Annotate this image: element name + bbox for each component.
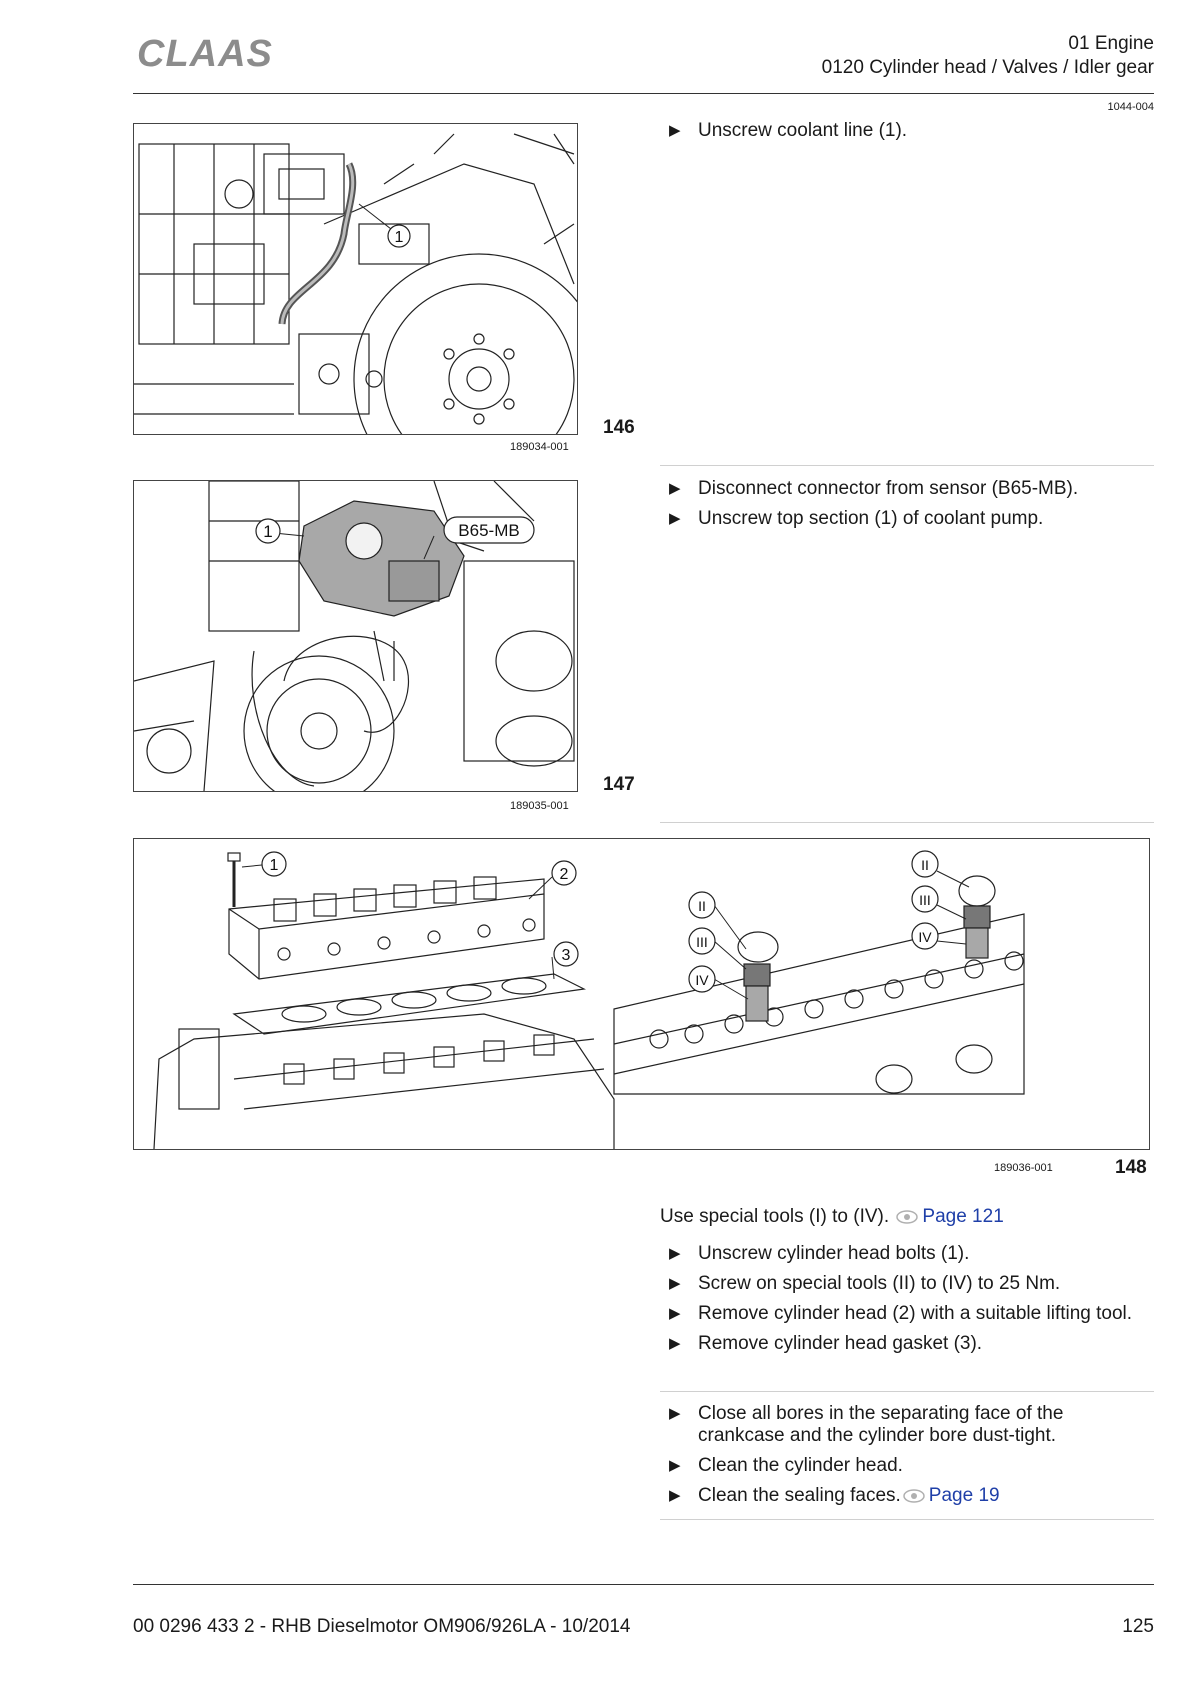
triangle-right-icon: ▶ xyxy=(669,1487,681,1504)
triangle-right-icon: ▶ xyxy=(669,122,681,139)
list-item: ▶Remove cylinder head gasket (3). xyxy=(669,1333,983,1354)
divider xyxy=(660,465,1154,466)
divider xyxy=(660,1391,1154,1392)
claas-logo: CLAAS xyxy=(137,33,273,72)
figure-147-image: 1 B65-MB xyxy=(133,480,578,792)
triangle-right-icon: ▶ xyxy=(669,1457,681,1474)
steps-list: ▶Disconnect connector from sensor (B65-M… xyxy=(660,478,1154,538)
figure-id: 189036-001 xyxy=(994,1162,1053,1174)
svg-text:CLAAS: CLAAS xyxy=(137,33,273,72)
page-number: 125 xyxy=(1122,1616,1154,1637)
triangle-right-icon: ▶ xyxy=(669,1275,681,1292)
page-link-121[interactable]: Page 121 xyxy=(922,1206,1004,1227)
doc-reference: 1044-004 xyxy=(1107,101,1155,113)
callout-b65-mb: B65-MB xyxy=(458,521,519,540)
eye-icon xyxy=(903,1489,925,1503)
special-tools-note: Use special tools (I) to (IV). Page 121 xyxy=(660,1206,1004,1227)
callout-iv: IV xyxy=(918,929,932,945)
triangle-right-icon: ▶ xyxy=(669,480,681,497)
steps-list: ▶Unscrew coolant line (1). xyxy=(660,120,1154,150)
figure-number: 146 xyxy=(603,417,635,438)
list-item: ▶Close all bores in the separating face … xyxy=(669,1403,1064,1446)
list-item: ▶Remove cylinder head (2) with a suitabl… xyxy=(669,1303,1133,1324)
figure-number: 147 xyxy=(603,774,635,795)
steps-list: ▶Unscrew cylinder head bolts (1). ▶Screw… xyxy=(660,1243,1154,1363)
list-item: ▶Unscrew top section (1) of coolant pump… xyxy=(669,508,1044,529)
callout-iii: III xyxy=(919,892,931,908)
chapter-title: 01 Engine xyxy=(1068,33,1154,54)
footer-rule xyxy=(133,1584,1154,1585)
callout-1: 1 xyxy=(263,522,272,541)
list-item: ▶Screw on special tools (II) to (IV) to … xyxy=(669,1273,1061,1294)
callout-1: 1 xyxy=(270,857,279,874)
footer-document-info: 00 0296 433 2 - RHB Dieselmotor OM906/92… xyxy=(133,1616,631,1637)
triangle-right-icon: ▶ xyxy=(669,1335,681,1352)
callout-3: 3 xyxy=(562,947,571,964)
triangle-right-icon: ▶ xyxy=(669,1245,681,1262)
figure-id: 189035-001 xyxy=(510,800,569,812)
steps-list: ▶Close all bores in the separating face … xyxy=(660,1403,1154,1515)
triangle-right-icon: ▶ xyxy=(669,510,681,527)
callout-1: 1 xyxy=(395,229,404,246)
divider xyxy=(660,1519,1154,1520)
triangle-right-icon: ▶ xyxy=(669,1305,681,1322)
triangle-right-icon: ▶ xyxy=(669,1405,681,1422)
figure-148-image: 1 2 3 II III IV II III IV xyxy=(133,838,1150,1150)
page-link-19[interactable]: Page 19 xyxy=(928,1485,1000,1506)
callout-ii: II xyxy=(698,898,706,914)
callout-iv: IV xyxy=(695,972,709,988)
divider xyxy=(660,822,1154,823)
callout-2: 2 xyxy=(560,866,569,883)
list-item: ▶Clean the sealing faces.Page 19 xyxy=(669,1485,1000,1506)
figure-number: 148 xyxy=(1115,1157,1147,1178)
figure-id: 189034-001 xyxy=(510,441,569,453)
list-item: ▶Unscrew cylinder head bolts (1). xyxy=(669,1243,970,1264)
eye-icon xyxy=(896,1210,919,1224)
header-rule xyxy=(133,93,1154,94)
figure-146-image: 1 xyxy=(133,123,578,435)
section-title: 0120 Cylinder head / Valves / Idler gear xyxy=(821,57,1154,78)
list-item: ▶Disconnect connector from sensor (B65-M… xyxy=(669,478,1079,499)
list-item: ▶Clean the cylinder head. xyxy=(669,1455,903,1476)
callout-iii: III xyxy=(696,934,708,950)
callout-ii: II xyxy=(921,857,929,873)
list-item: ▶Unscrew coolant line (1). xyxy=(669,120,908,141)
